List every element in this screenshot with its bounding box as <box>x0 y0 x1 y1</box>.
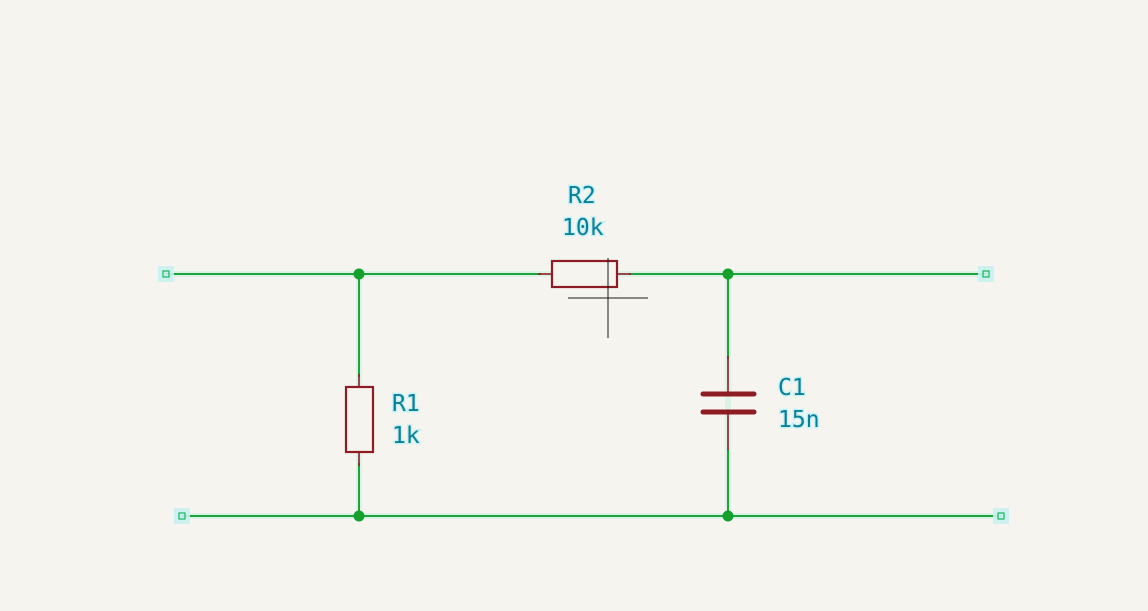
junction-top-left[interactable] <box>353 268 365 280</box>
r2-value-label[interactable]: 10k <box>561 214 606 243</box>
wire-end-bottom-left[interactable] <box>174 508 190 524</box>
junction-bottom-left[interactable] <box>353 510 365 522</box>
c1-reference-label[interactable]: C1 <box>777 374 808 403</box>
wire-end-bottom-right[interactable] <box>993 508 1009 524</box>
r2-reference-label[interactable]: R2 <box>567 182 598 211</box>
resistor-r1[interactable] <box>344 374 375 466</box>
resistor-r2[interactable] <box>538 259 631 289</box>
r1-value-label[interactable]: 1k <box>391 422 422 451</box>
c1-value-label[interactable]: 15n <box>777 406 822 435</box>
wire-end-top-right[interactable] <box>978 266 994 282</box>
capacitor-c1[interactable] <box>700 356 757 450</box>
r1-reference-label[interactable]: R1 <box>391 390 422 419</box>
resistor-r2-body[interactable] <box>550 259 619 289</box>
wire-halos <box>166 271 1001 519</box>
crosshair-cursor-icon <box>568 258 648 338</box>
resistor-r1-body[interactable] <box>344 385 375 454</box>
junction-top-right[interactable] <box>722 268 734 280</box>
wire-end-top-left[interactable] <box>158 266 174 282</box>
junction-bottom-right[interactable] <box>722 510 734 522</box>
